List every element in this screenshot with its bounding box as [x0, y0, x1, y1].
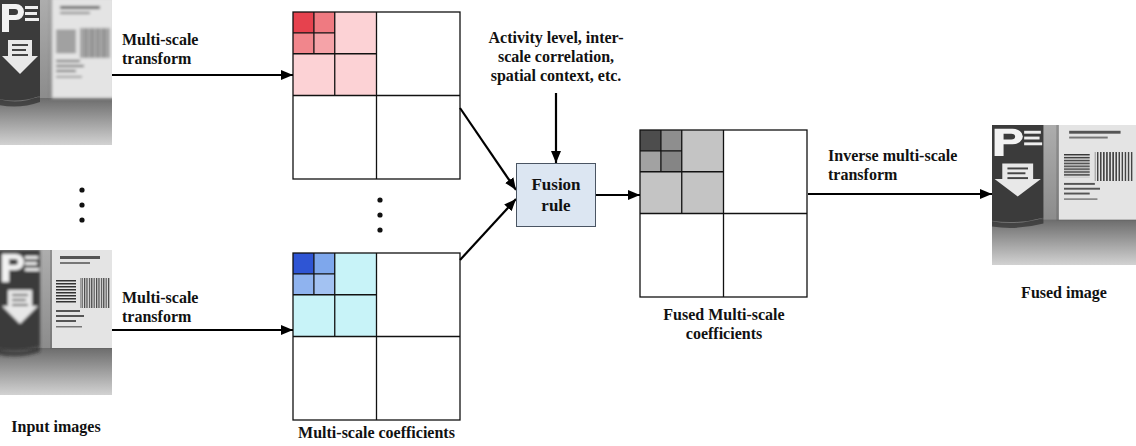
caption: Input images	[11, 417, 100, 436]
input-image: Input images	[0, 250, 112, 436]
fusion-rule-box: Fusion rule	[516, 163, 596, 227]
ellipsis-dots	[79, 187, 382, 232]
input-note: Activity level, inter-scale correlation,…	[475, 28, 637, 85]
caption: Fused image	[1021, 283, 1107, 302]
edge-label: Inverse multi-scale transform	[828, 146, 958, 184]
input-photo	[0, 248, 114, 395]
box-label: Fusion rule	[521, 174, 591, 216]
caption: Multi-scale coefficients	[298, 423, 455, 442]
fused-image: Fused image	[992, 125, 1136, 302]
arrow-connector	[808, 193, 992, 195]
input-arrow	[555, 93, 557, 163]
input-photo	[0, 0, 114, 145]
arrow-connector	[112, 329, 293, 331]
merge-arrow	[460, 108, 516, 190]
caption: Fused Multi-scale coefficients	[640, 305, 808, 343]
fused-coefficient-grid	[640, 130, 807, 297]
arrow-connector	[596, 194, 640, 196]
fused-photo	[986, 123, 1136, 265]
coefficient-grid	[293, 12, 460, 179]
transform-arrow	[112, 74, 293, 76]
coefficient-grid: Multi-scale coefficients	[293, 253, 460, 442]
fused-coefficient-grid: Fused Multi-scale coefficients	[640, 130, 808, 343]
arrow-label: Multi-scale transform	[122, 30, 222, 68]
coefficient-grid	[293, 253, 460, 420]
edge-label: Multi-scale transform	[122, 288, 222, 326]
arrow-connector	[460, 199, 516, 260]
